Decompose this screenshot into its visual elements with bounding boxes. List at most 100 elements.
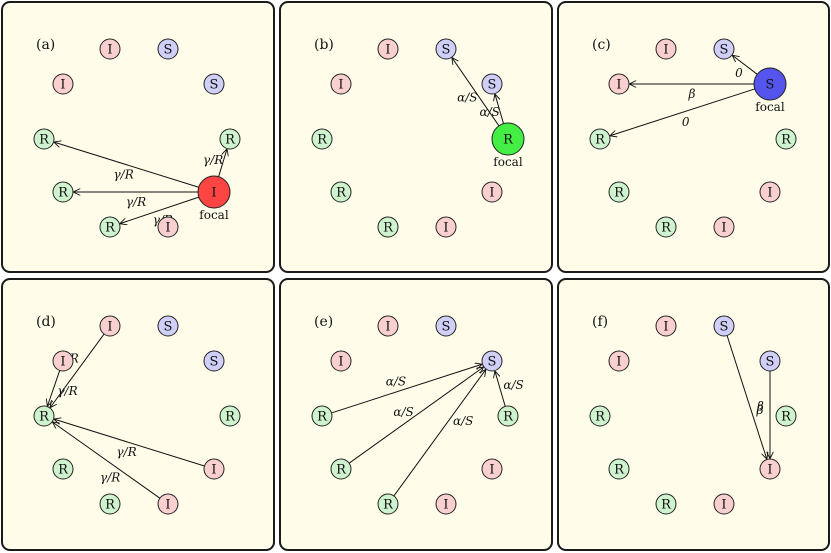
transition-arrow — [393, 370, 486, 497]
node-r: R — [655, 493, 677, 515]
panel-background — [557, 1, 830, 273]
rate-label: α/S — [453, 414, 473, 428]
node-state-label: S — [442, 43, 451, 58]
node-i: I — [759, 181, 781, 203]
rate-label: β — [756, 403, 764, 417]
panel-tag: (e) — [314, 314, 333, 330]
panel-background — [279, 1, 553, 273]
node-r: R — [377, 493, 399, 515]
node-state-label: I — [165, 221, 170, 236]
node-i: I — [481, 181, 503, 203]
node-i: I — [655, 315, 677, 337]
node-state-label: I — [107, 320, 112, 335]
node-r: R — [377, 216, 399, 238]
node-state-label: R — [781, 410, 792, 425]
node-state-label: R — [105, 221, 116, 236]
node-state-label: I — [60, 355, 65, 370]
node-s: S — [759, 350, 781, 372]
node-state-label: I — [663, 320, 668, 335]
node-state-label: I — [338, 355, 343, 370]
node-state-label: R — [58, 186, 69, 201]
node-i: I — [157, 493, 179, 515]
node-r: R — [655, 216, 677, 238]
node-state-label: R — [225, 410, 236, 425]
node-s: S — [481, 350, 503, 372]
node-i: I — [713, 216, 735, 238]
node-r: R — [589, 128, 611, 150]
transition-arrow — [48, 370, 61, 405]
rate-label: 0 — [682, 115, 690, 129]
node-r: R — [330, 181, 352, 203]
node-i: I — [435, 216, 457, 238]
transition-arrow — [452, 58, 500, 127]
rate-label: α/S — [393, 405, 413, 419]
node-s: S — [435, 38, 457, 60]
panel-tag: (a) — [36, 37, 55, 53]
panel-background — [557, 278, 830, 551]
node-state-label: S — [164, 320, 173, 335]
rate-label: α/S — [480, 105, 500, 119]
node-state-label: I — [107, 43, 112, 58]
node-s: S — [203, 73, 225, 95]
node-i: I — [203, 458, 225, 480]
focal-label: focal — [199, 208, 229, 222]
node-state-label: I — [165, 498, 170, 513]
panel-tag: (d) — [36, 314, 56, 330]
node-state-label: I — [211, 463, 216, 478]
node-state-label: S — [210, 355, 219, 370]
node-r: R — [311, 405, 333, 427]
transition-arrow — [726, 335, 767, 459]
node-i: I — [99, 38, 121, 60]
node-s: S — [157, 38, 179, 60]
rate-label: γ/R — [100, 471, 120, 485]
transition-arrow — [733, 56, 758, 75]
node-state-label: R — [225, 133, 236, 148]
node-state-label: R — [595, 133, 606, 148]
node-state-label: S — [210, 78, 219, 93]
node-state-label: I — [385, 320, 390, 335]
panel-background — [1, 278, 275, 551]
node-i: I — [608, 350, 630, 372]
node-r: R — [497, 405, 519, 427]
rate-label: γ/R — [57, 384, 77, 398]
node-s: S — [481, 73, 503, 95]
node-state-label: R — [336, 463, 347, 478]
rate-label: 0 — [735, 66, 743, 80]
rate-label: β — [688, 87, 696, 101]
node-state-label: I — [489, 463, 494, 478]
transition-arrow — [218, 150, 227, 177]
node-r: R — [99, 216, 121, 238]
transition-arrow — [495, 95, 505, 124]
node-s: S — [435, 315, 457, 337]
node-r: R — [52, 181, 74, 203]
node-state-label: S — [488, 78, 497, 93]
node-state-label: I — [767, 463, 772, 478]
node-state-label: I — [443, 221, 448, 236]
rate-label: γ/R — [116, 445, 136, 459]
node-i: I — [608, 73, 630, 95]
node-i: I — [330, 350, 352, 372]
panel-tag: (f) — [592, 314, 608, 330]
rate-label: γ/R — [114, 167, 134, 181]
node-state-label: R — [503, 133, 514, 148]
node-r: R — [608, 458, 630, 480]
focal-label: focal — [493, 155, 523, 169]
node-state-label: R — [781, 133, 792, 148]
node-state-label: R — [105, 498, 116, 513]
transition-arrow — [348, 367, 483, 464]
node-state-label: R — [661, 221, 672, 236]
node-s: S — [713, 315, 735, 337]
rate-label: γ/R — [203, 153, 223, 167]
node-state-label: R — [383, 221, 394, 236]
node-state-label: R — [336, 186, 347, 201]
node-state-label: S — [766, 78, 775, 93]
node-r: R — [219, 405, 241, 427]
node-state-label: I — [443, 498, 448, 513]
transition-arrow — [55, 419, 205, 467]
